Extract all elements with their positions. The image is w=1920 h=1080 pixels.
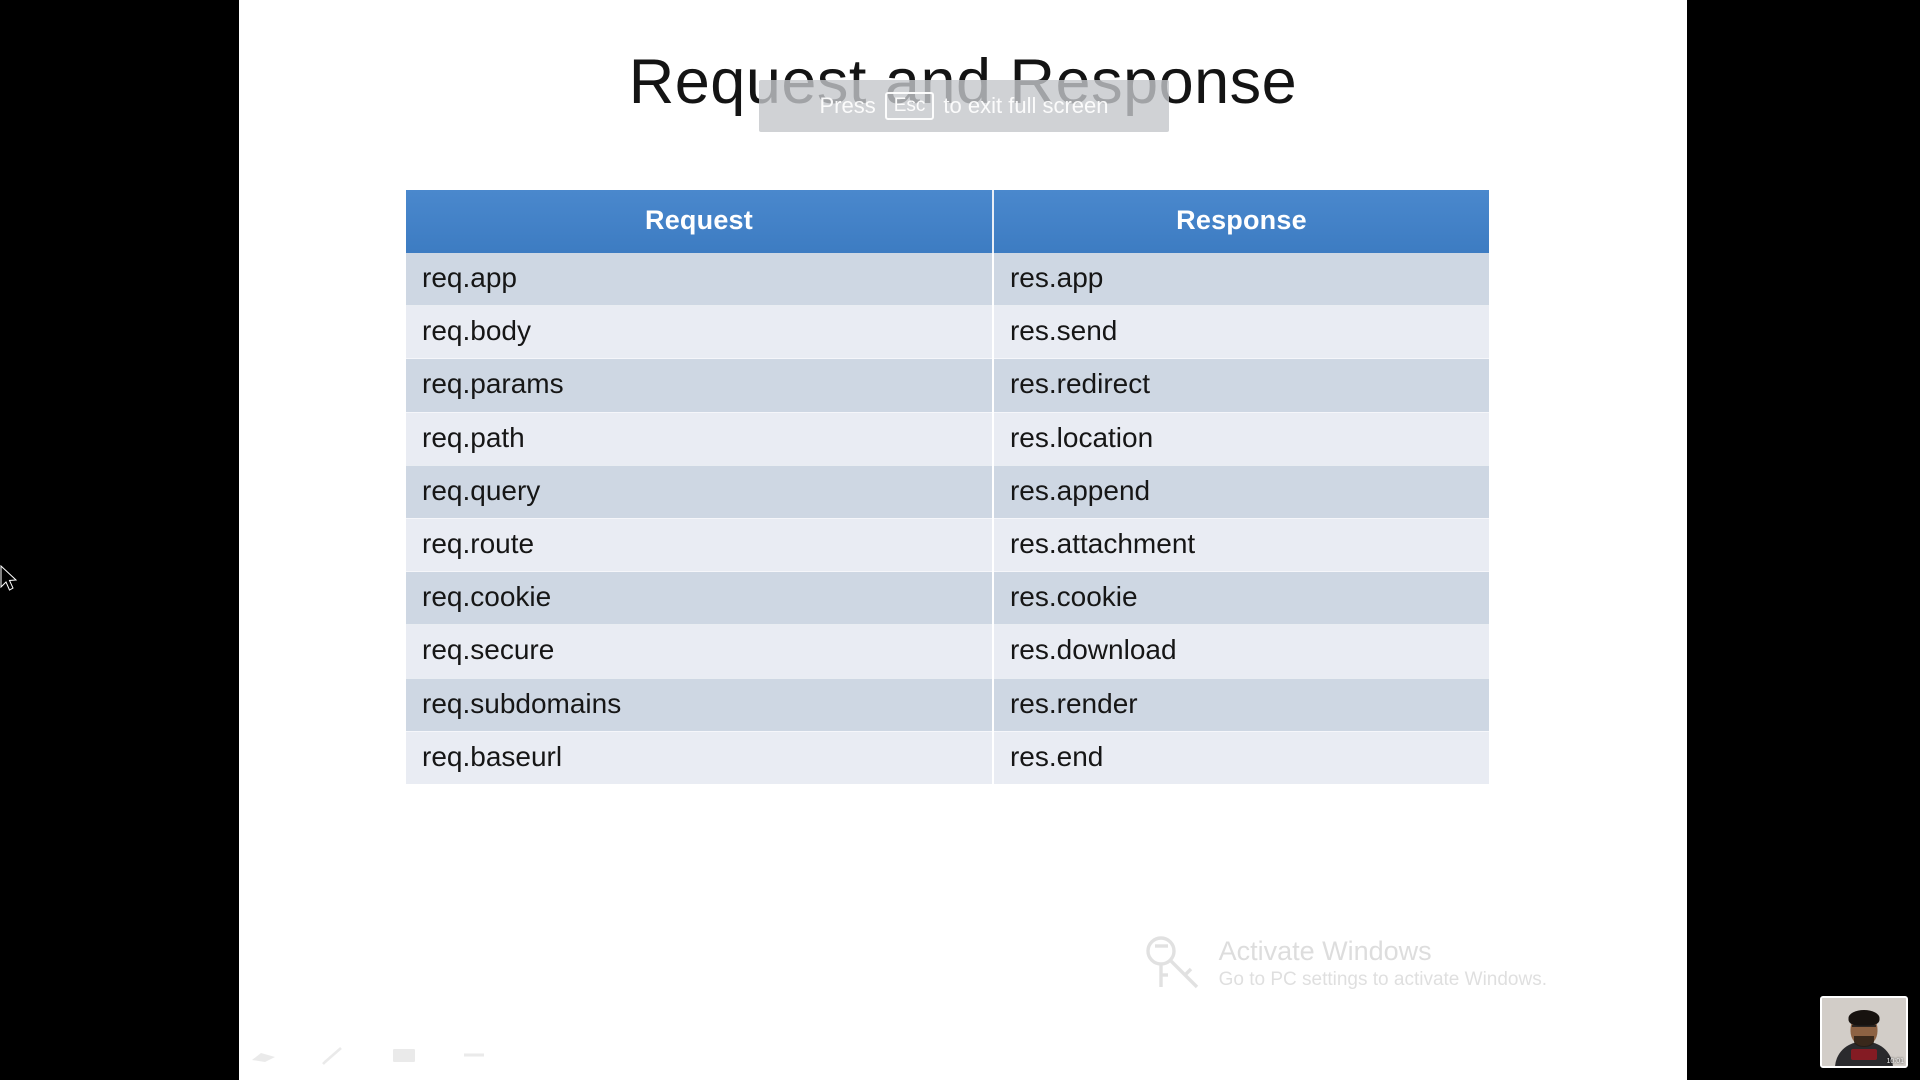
cell-request: req.subdomains (406, 678, 994, 732)
cell-request: req.app (406, 253, 994, 307)
cell-response: res.cookie (992, 571, 1489, 626)
webcam-person-beard (1854, 1036, 1874, 1047)
key-icon (1141, 931, 1205, 995)
cell-response: res.render (992, 678, 1489, 732)
cell-response: res.redirect (992, 358, 1489, 413)
column-header-response: Response (992, 190, 1489, 253)
pointer-icon[interactable] (249, 1044, 279, 1066)
cell-request: req.body (406, 305, 994, 360)
mouse-pointer-icon (0, 564, 18, 593)
activate-windows-subtitle: Go to PC settings to activate Windows. (1218, 969, 1547, 991)
more-icon[interactable] (459, 1044, 489, 1066)
webcam-timestamp: 10:01 (1886, 1058, 1904, 1065)
slides-icon[interactable] (389, 1044, 419, 1066)
cell-response: res.append (992, 465, 1489, 519)
page-title: Request and Response (628, 47, 1298, 117)
cell-request: req.cookie (406, 571, 994, 626)
column-header-request: Request (406, 190, 994, 253)
cell-response: res.attachment (992, 518, 1489, 573)
activate-windows-watermark: Activate Windows Go to PC settings to ac… (1141, 931, 1547, 995)
presenter-webcam-thumbnail[interactable]: 10:01 (1820, 996, 1908, 1068)
cell-request: req.secure (406, 624, 994, 679)
cell-response: res.app (992, 253, 1489, 307)
cell-response: res.location (992, 412, 1489, 466)
table-header-row: Request Response (406, 190, 1489, 253)
cell-request: req.path (406, 412, 994, 466)
webcam-person-glasses (1852, 1025, 1876, 1031)
cell-response: res.end (992, 731, 1489, 784)
pen-icon[interactable] (319, 1044, 349, 1066)
cell-response: res.download (992, 624, 1489, 679)
cell-response: res.send (992, 305, 1489, 360)
webcam-shirt-print (1851, 1049, 1877, 1060)
webcam-person-hair (1848, 1010, 1880, 1026)
cell-request: req.route (406, 518, 994, 573)
cell-request: req.params (406, 358, 994, 413)
activate-windows-text: Activate Windows Go to PC settings to ac… (1219, 934, 1547, 993)
cell-request: req.baseurl (406, 731, 994, 784)
slide-canvas: Request and Response Press Esc to exit f… (239, 0, 1687, 1080)
cell-request: req.query (406, 465, 994, 519)
presenter-toolbar[interactable] (249, 1044, 489, 1066)
activate-windows-title: Activate Windows (1218, 935, 1432, 966)
